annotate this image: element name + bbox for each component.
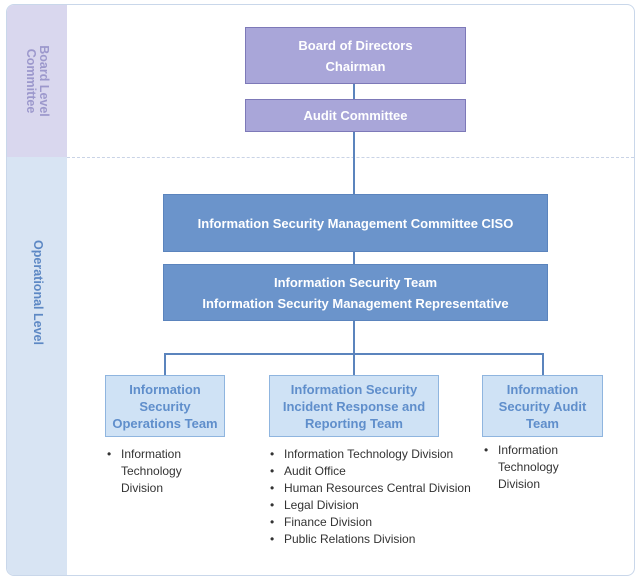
incident-response-team-members: Information Technology Division Audit Of… [270,446,475,548]
list-item: Public Relations Division [270,531,475,548]
team-line: Security Audit [498,398,587,414]
level-divider [67,157,634,158]
team-line: Information [129,381,201,397]
ismc-box: Information Security Management Committe… [163,194,548,252]
operational-level-label-wrap: Operational Level [7,157,67,427]
team-line: Security [139,398,191,414]
connector-right-drop [542,353,544,375]
incident-response-team-box: Information Security Incident Response a… [269,375,439,437]
team-line: Incident Response and [282,398,426,414]
team-line: Team [526,415,559,431]
list-item: Information Technology Division [107,446,215,497]
chairman-text: Chairman [325,58,386,74]
board-level-band [7,5,67,157]
operations-team-members: Information Technology Division [107,446,215,497]
list-item: Audit Office [270,463,475,480]
list-item: Information Technology Division [484,442,584,493]
team-line: Information Security [290,381,418,397]
board-level-label-wrap: Board Level Committee [7,5,67,157]
connector-committee-team [353,252,355,264]
information-security-team-text: Information Security Team [273,274,437,290]
list-item: Information Technology Division [270,446,475,463]
audit-team-box: Information Security Audit Team [482,375,603,437]
operational-level-label: Operational Level [30,239,45,345]
list-item: Human Resources Central Division [270,480,475,497]
list-item: Legal Division [270,497,475,514]
list-item: Finance Division [270,514,475,531]
information-security-team-box: Information Security Team Information Se… [163,264,548,321]
connector-main-vertical [353,84,355,194]
board-level-label: Board Level Committee [24,45,51,117]
board-of-directors-text: Board of Directors [298,37,413,53]
board-of-directors-box: Board of Directors Chairman [245,27,466,84]
operations-team-box: Information Security Operations Team [105,375,225,437]
ismc-text: Information Security Management Committe… [197,215,514,231]
audit-team-members: Information Technology Division [484,442,584,493]
operational-level-band [7,157,67,575]
audit-committee-box: Audit Committee [245,99,466,132]
ism-representative-text: Information Security Management Represen… [202,295,509,311]
team-line: Information [506,381,579,397]
team-line: Reporting Team [305,415,403,431]
connector-horizontal [164,353,544,355]
audit-committee-text: Audit Committee [303,108,408,123]
team-line: Operations Team [112,415,218,431]
connector-left-drop [164,353,166,375]
connector-team-down [353,321,355,375]
